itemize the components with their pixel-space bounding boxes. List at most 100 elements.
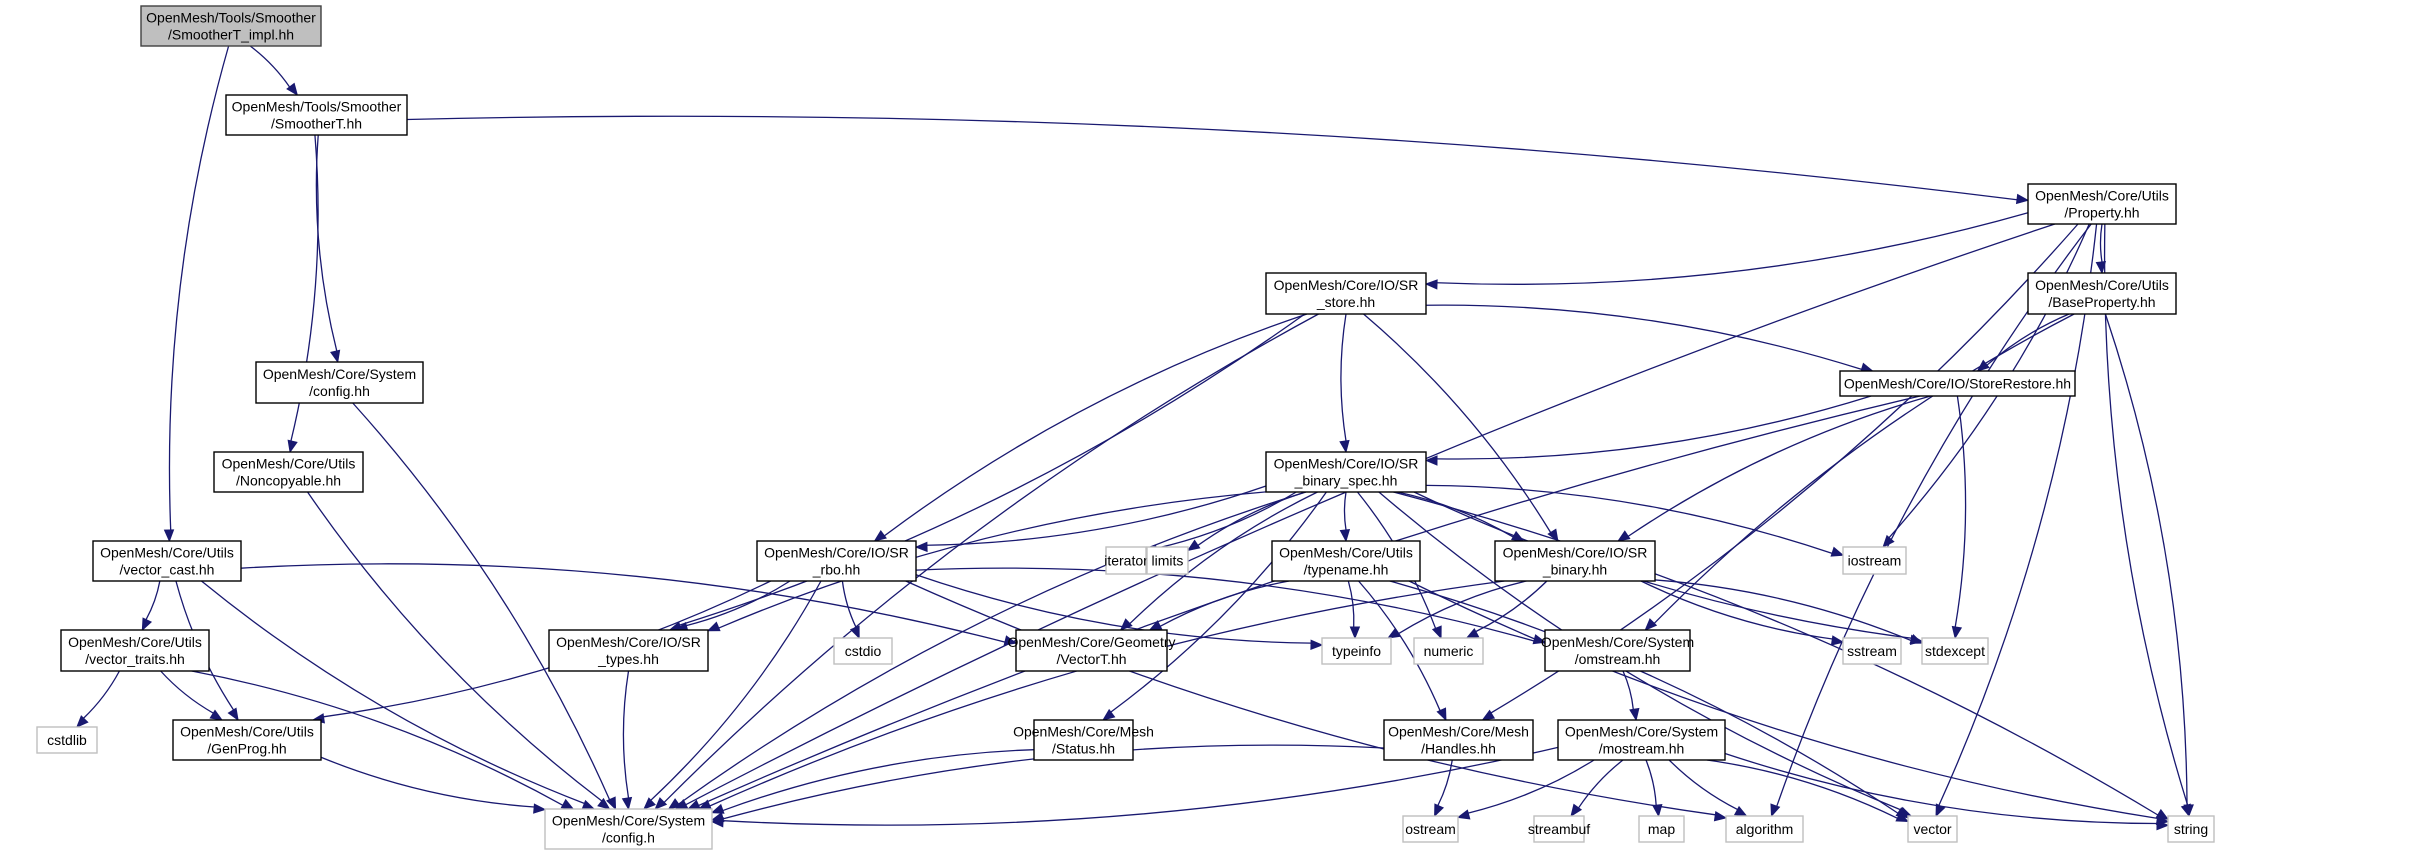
- node-box: [1544, 629, 1691, 672]
- node-box: [140, 5, 322, 47]
- node-sr-rbo[interactable]: OpenMesh/Core/IO/SR_rbo.hh: [756, 540, 917, 582]
- edge-line: [1408, 580, 2158, 820]
- edge-line: [1425, 484, 1833, 555]
- edge-vector_traits-to-cstdlib: [75, 670, 120, 728]
- node-label: algorithm: [1736, 821, 1794, 837]
- node-label: OpenMesh/Core/IO/SR: [764, 545, 909, 561]
- node-label: /GenProg.hh: [207, 741, 286, 757]
- arrowhead-icon: [581, 799, 596, 810]
- node-sr-store[interactable]: OpenMesh/Core/IO/SR_store.hh: [1265, 272, 1427, 315]
- edge-line: [1197, 491, 1306, 546]
- edge-line: [622, 670, 630, 799]
- node-baseproperty[interactable]: OpenMesh/Core/Utils/BaseProperty.hh: [2027, 272, 2177, 315]
- arrowhead-icon: [710, 803, 725, 814]
- node-stdexcept: stdexcept: [1921, 637, 1989, 665]
- arrowhead-icon: [1339, 529, 1351, 543]
- node-noncopyable[interactable]: OpenMesh/Core/Utils/Noncopyable.hh: [213, 451, 364, 493]
- node-sr-types[interactable]: OpenMesh/Core/IO/SR_types.hh: [548, 629, 709, 672]
- node-vector-traits[interactable]: OpenMesh/Core/Utils/vector_traits.hh: [60, 629, 210, 672]
- node-label: iterator: [1104, 553, 1148, 569]
- edge-sr_binary-to-numeric: [1465, 580, 1548, 639]
- edge-line: [352, 402, 611, 801]
- node-label: vector: [1913, 821, 1951, 837]
- edge-typename-to-vector: [1389, 580, 1910, 819]
- node-property[interactable]: OpenMesh/Core/Utils/Property.hh: [2027, 183, 2177, 225]
- edge-vector_cast-to-vector_traits: [141, 580, 161, 632]
- node-config-h: OpenMesh/Core/System/config.h: [544, 808, 713, 850]
- node-label: /SmootherT.hh: [271, 116, 362, 132]
- arrowhead-icon: [287, 439, 298, 454]
- node-status[interactable]: OpenMesh/Core/Mesh/Status.hh: [1013, 719, 1154, 761]
- node-label: OpenMesh/Tools/Smoother: [232, 99, 402, 115]
- edge-typename-to-handles: [1358, 580, 1447, 722]
- arrowhead-icon: [330, 349, 341, 364]
- node-smoother[interactable]: OpenMesh/Tools/Smoother/SmootherT.hh: [225, 94, 408, 136]
- edge-line: [1425, 304, 1862, 371]
- node-smoother-impl[interactable]: OpenMesh/Tools/Smoother/SmootherT_impl.h…: [140, 5, 322, 47]
- arrowhead-icon: [560, 798, 575, 810]
- edge-line: [1343, 491, 1347, 531]
- arrowhead-icon: [667, 798, 682, 810]
- node-box: [2027, 183, 2177, 225]
- node-iterator: iterator: [1104, 546, 1148, 575]
- node-box: [1921, 637, 1989, 665]
- arrowhead-icon: [606, 796, 617, 811]
- edge-sr_binary-to-stdexcept: [1654, 579, 1924, 644]
- node-label: sstream: [1847, 643, 1897, 659]
- node-box: [833, 637, 893, 665]
- node-box: [1842, 546, 1907, 575]
- node-omstream[interactable]: OpenMesh/Core/System/omstream.hh: [1541, 629, 1694, 672]
- arrowhead-icon: [597, 797, 611, 810]
- edge-sr_store-to-sr_binary_spec: [1339, 313, 1350, 454]
- node-map: map: [1638, 815, 1685, 843]
- node-handles[interactable]: OpenMesh/Core/Mesh/Handles.hh: [1383, 719, 1534, 761]
- node-mostream[interactable]: OpenMesh/Core/System/mostream.hh: [1557, 719, 1726, 761]
- edge-line: [145, 580, 161, 620]
- arrowhead-icon: [1713, 811, 1728, 822]
- node-label: /BaseProperty.hh: [2048, 294, 2155, 310]
- node-box: [1842, 637, 1902, 665]
- node-typename[interactable]: OpenMesh/Core/Utils/typename.hh: [1271, 540, 1421, 582]
- node-label: OpenMesh/Core/System: [1565, 724, 1718, 740]
- edge-line: [1627, 395, 1931, 537]
- node-box: [548, 629, 709, 672]
- node-box: [2027, 272, 2177, 315]
- edge-status-to-config_h: [710, 749, 1035, 814]
- arrowhead-icon: [2156, 819, 2170, 831]
- edge-line: [686, 580, 791, 627]
- node-label: limits: [1152, 553, 1184, 569]
- edge-line: [915, 567, 1535, 642]
- arrowhead-icon: [1547, 528, 1559, 543]
- edge-line: [191, 670, 564, 806]
- node-storerestore[interactable]: OpenMesh/Core/IO/StoreRestore.hh: [1839, 370, 2076, 397]
- node-vectort[interactable]: OpenMesh/Core/Geometry/VectorT.hh: [1007, 629, 1176, 672]
- node-sr-binary-spec[interactable]: OpenMesh/Core/IO/SR_binary_spec.hh: [1265, 451, 1427, 493]
- node-label: /Property.hh: [2064, 205, 2139, 221]
- edge-sr_rbo-to-algorithm: [905, 580, 1728, 822]
- node-ostream: ostream: [1402, 815, 1459, 843]
- node-sr-binary[interactable]: OpenMesh/Core/IO/SR_binary.hh: [1494, 540, 1656, 582]
- node-box: [544, 808, 713, 850]
- node-label: _rbo.hh: [812, 562, 860, 578]
- arrowhead-icon: [2015, 193, 2030, 205]
- edge-sr_binary_spec-to-typename: [1339, 491, 1351, 543]
- edge-line: [1397, 491, 1514, 538]
- edge-line: [1954, 395, 1967, 628]
- edge-line: [663, 313, 1319, 803]
- edge-line: [201, 580, 585, 805]
- edge-baseproperty-to-string: [2104, 313, 2194, 818]
- edge-line: [320, 756, 535, 808]
- node-config-hh[interactable]: OpenMesh/Core/System/config.hh: [255, 361, 424, 404]
- edge-config_hh-to-config_h: [352, 402, 617, 811]
- node-genprog[interactable]: OpenMesh/Core/Utils/GenProg.hh: [172, 719, 322, 761]
- node-vector: vector: [1907, 815, 1958, 843]
- edge-line: [406, 115, 2018, 201]
- node-label: OpenMesh/Core/IO/SR: [1274, 277, 1419, 293]
- node-label: /Handles.hh: [1421, 741, 1496, 757]
- edge-line: [926, 485, 1267, 546]
- node-vector-cast[interactable]: OpenMesh/Core/Utils/vector_cast.hh: [92, 540, 242, 582]
- node-label: /config.hh: [309, 383, 370, 399]
- edge-sr_store-to-config_h: [654, 313, 1319, 810]
- arrowhead-icon: [1644, 618, 1658, 631]
- node-box: [255, 361, 424, 404]
